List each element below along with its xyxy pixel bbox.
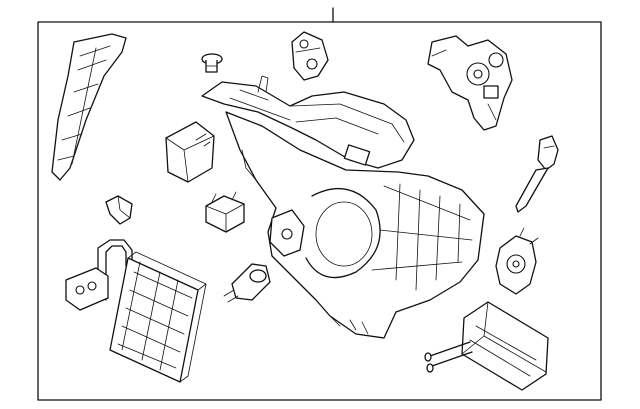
mode-actuator xyxy=(427,35,513,131)
retaining-clip xyxy=(105,195,133,225)
evaporator-core xyxy=(65,239,207,383)
control-module xyxy=(165,121,215,183)
electrical-connector xyxy=(205,191,245,233)
diagram-frame xyxy=(37,21,602,401)
heater-core xyxy=(424,301,549,391)
air-duct-panel xyxy=(51,33,127,181)
actuator-bracket xyxy=(291,31,329,81)
push-fastener xyxy=(201,53,223,73)
temperature-sensor xyxy=(515,135,559,213)
hvac-housing xyxy=(201,75,485,339)
sensor-plug xyxy=(223,263,271,303)
blend-door-actuator xyxy=(495,227,539,295)
